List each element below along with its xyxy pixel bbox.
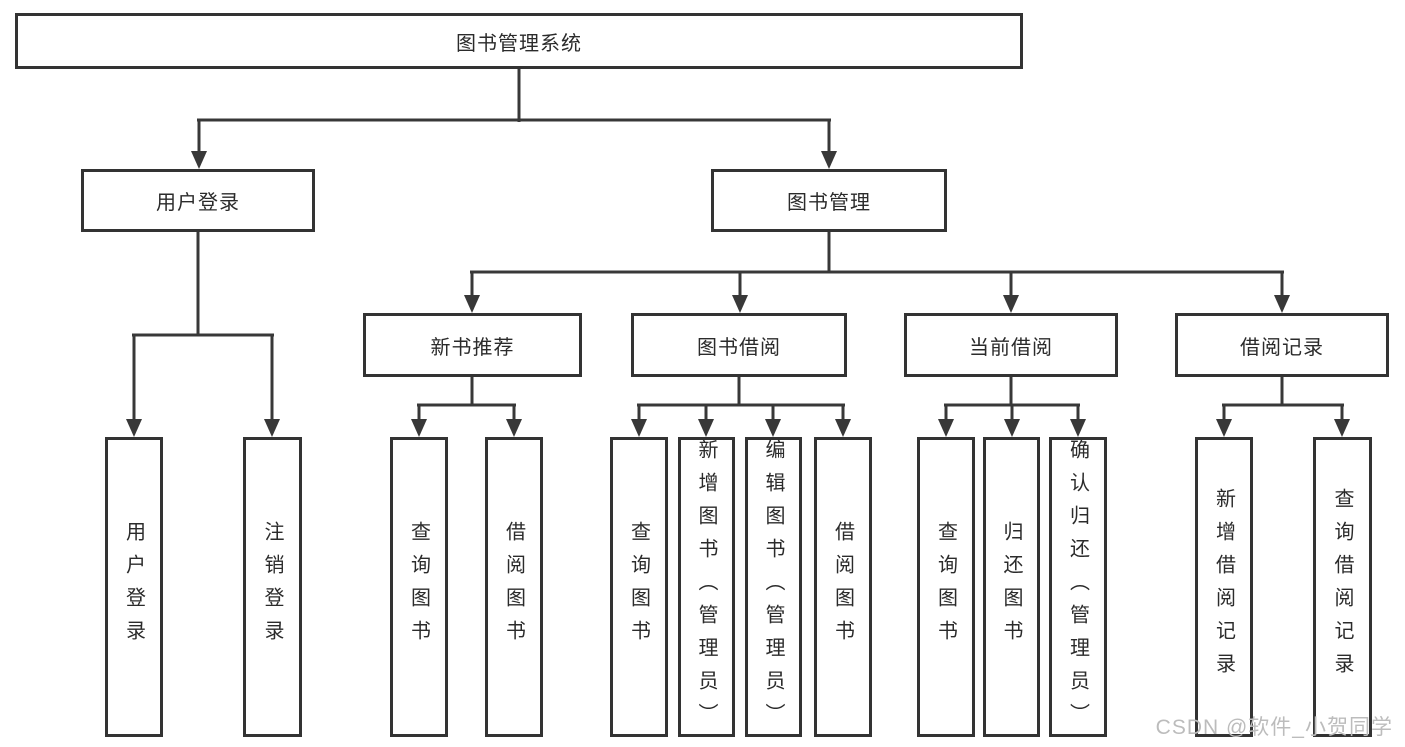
node-label: 查询借阅记录 bbox=[1331, 488, 1353, 686]
node-label: 用户登录 bbox=[122, 521, 145, 653]
node-label: 新书推荐 bbox=[430, 336, 515, 359]
leaf-query-books-borrow: 查询图书 bbox=[610, 437, 668, 737]
node-label: 用户登录 bbox=[156, 192, 240, 214]
csdn-watermark: CSDN @软件_小贺同学 bbox=[1155, 716, 1393, 739]
leaf-query-books-current: 查询图书 bbox=[917, 437, 975, 737]
node-label: 图书管理 bbox=[787, 192, 871, 214]
leaf-return-books: 归还图书 bbox=[983, 437, 1040, 737]
node-label: 借阅记录 bbox=[1240, 336, 1324, 359]
leaf-confirm-return-admin: 确认归还（管理员） bbox=[1049, 437, 1107, 737]
node-book-management: 图书管理 bbox=[711, 169, 947, 232]
node-label: 新增借阅记录 bbox=[1212, 488, 1235, 686]
node-label: 归还图书 bbox=[1000, 521, 1022, 653]
leaf-add-borrow-record: 新增借阅记录 bbox=[1195, 437, 1253, 737]
node-label: 图书借阅 bbox=[697, 336, 781, 359]
node-label: 查询图书 bbox=[627, 521, 650, 653]
leaf-edit-books-admin: 编辑图书（管理员） bbox=[745, 437, 802, 737]
node-label: 确认归还（管理员） bbox=[1066, 438, 1089, 736]
leaf-borrow-books-recommend: 借阅图书 bbox=[485, 437, 543, 737]
node-label: 当前借阅 bbox=[969, 336, 1053, 359]
node-label: 查询图书 bbox=[934, 521, 957, 653]
node-label: 借阅图书 bbox=[831, 521, 854, 653]
node-label: 编辑图书（管理员） bbox=[762, 438, 784, 736]
node-library-management-system: 图书管理系统 bbox=[15, 13, 1023, 69]
leaf-user-login: 用户登录 bbox=[105, 437, 163, 737]
node-new-book-recommend: 新书推荐 bbox=[363, 313, 582, 377]
node-label: 新增图书（管理员） bbox=[695, 438, 717, 736]
leaf-add-books-admin: 新增图书（管理员） bbox=[678, 437, 735, 737]
node-user-login: 用户登录 bbox=[81, 169, 315, 232]
node-label: 图书管理系统 bbox=[456, 32, 582, 55]
node-label: 查询图书 bbox=[407, 521, 430, 653]
node-book-borrow: 图书借阅 bbox=[631, 313, 847, 377]
leaf-query-books-recommend: 查询图书 bbox=[390, 437, 448, 737]
leaf-borrow-books: 借阅图书 bbox=[814, 437, 872, 737]
node-current-borrow: 当前借阅 bbox=[904, 313, 1118, 377]
node-borrow-records: 借阅记录 bbox=[1175, 313, 1389, 377]
node-label: 借阅图书 bbox=[502, 521, 525, 653]
leaf-query-borrow-record: 查询借阅记录 bbox=[1313, 437, 1372, 737]
leaf-logout: 注销登录 bbox=[243, 437, 302, 737]
node-label: 注销登录 bbox=[261, 521, 283, 653]
